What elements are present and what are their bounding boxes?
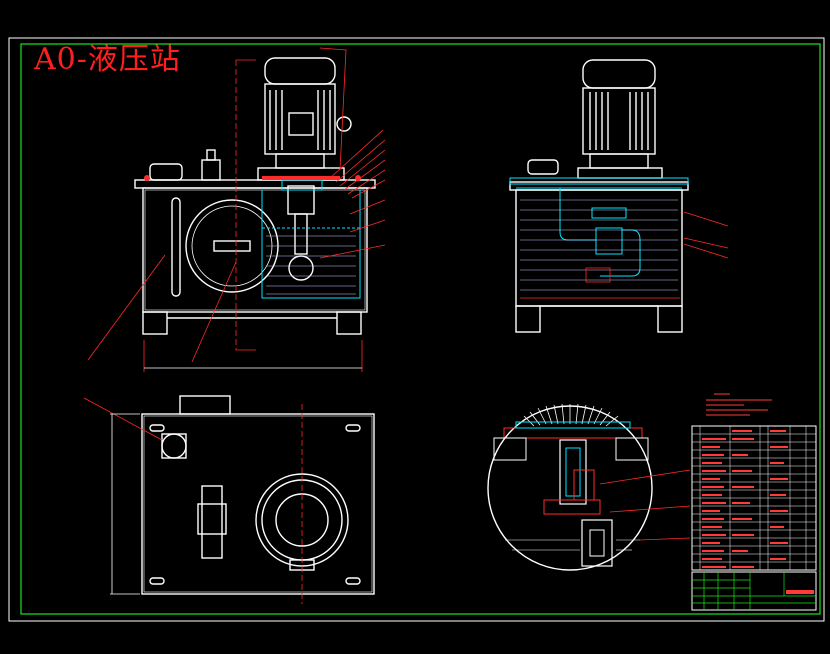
side-view-hidden [509,177,689,277]
detail-view [487,403,691,571]
front-view [134,57,376,335]
side-view-fluid-hatch [520,199,678,291]
title-block [691,571,817,611]
top-view-dimensions [83,397,303,604]
side-view [509,59,689,333]
top-view [141,395,375,595]
side-view-red-details [520,211,729,299]
technical-notes-block [706,393,772,416]
inner-border [20,43,821,615]
front-view-fluid-hatch [266,235,356,295]
outer-frame [8,37,825,622]
front-view-hidden [261,179,361,299]
drawing-title: A0-液压站 [34,42,181,77]
front-view-red-details [144,175,361,181]
parts-list-table [691,425,817,571]
front-view-dimensions [87,47,386,372]
